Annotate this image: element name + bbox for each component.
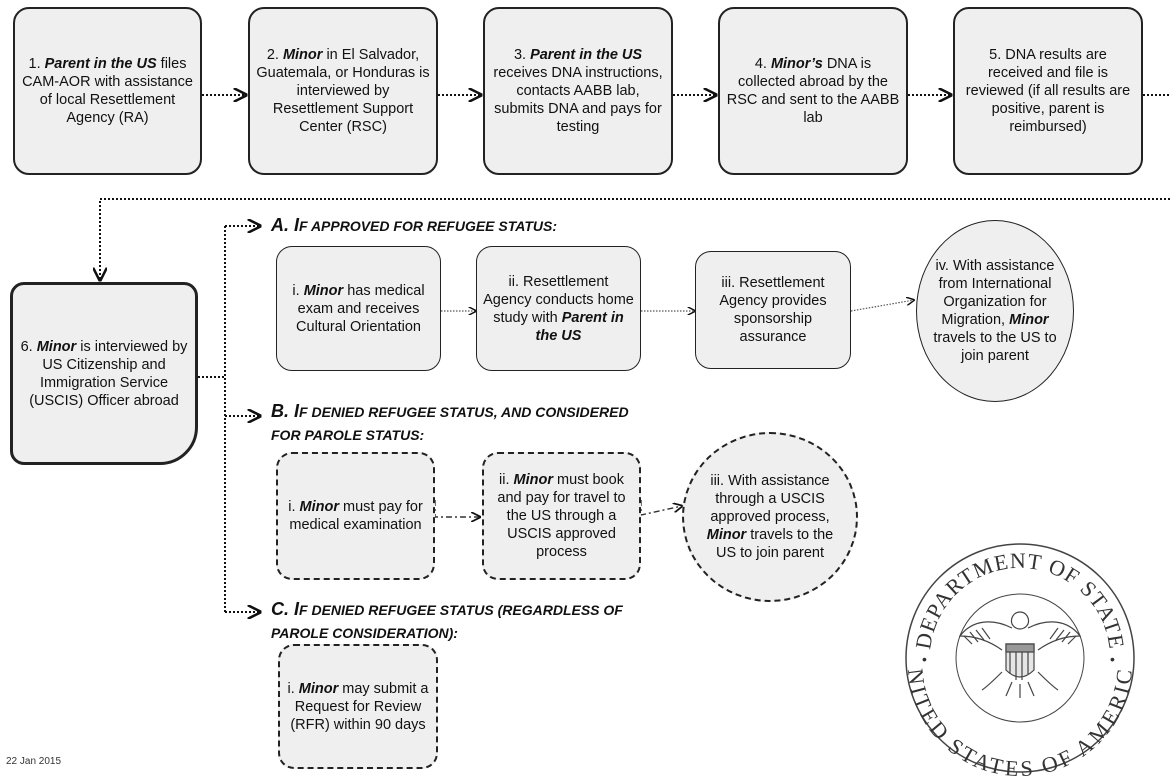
step-2-number: 2. — [266, 47, 279, 63]
rfr-step-i: i. Minor may submit a Request for Review… — [278, 644, 438, 769]
department-of-state-seal: DEPARTMENT OF STATE UNITED STATES OF AME… — [902, 540, 1136, 776]
step-1-number: 1. — [28, 56, 41, 72]
step-2-box: 2. Minor in El Salvador, Guatemala, or H… — [248, 7, 438, 175]
step-5-box: 5. DNA results are received and file is … — [953, 7, 1143, 175]
step-2-emphasis: Minor — [282, 47, 323, 63]
svg-text:•: • — [922, 651, 927, 667]
approved-step-iv: iv. With assistance from International O… — [916, 220, 1074, 402]
approved-step-iii: iii. Resettlement Agency provides sponso… — [695, 251, 851, 369]
approved-step-ii: ii. Resettlement Agency conducts home st… — [476, 246, 641, 371]
parole-step-iii: iii. With assistance through a USCIS app… — [682, 432, 858, 602]
arrow-wrap-6 — [100, 198, 1170, 280]
svg-text:•: • — [1110, 651, 1115, 667]
step-3-number: 3. — [513, 47, 527, 63]
step-4-emphasis: Minor’s — [770, 56, 823, 72]
eagle-icon — [958, 611, 1082, 698]
step-6-number: 6. — [20, 338, 33, 355]
step-1-emphasis: Parent in the US — [44, 56, 157, 72]
approved-step-i: i. Minor has medical exam and receives C… — [276, 246, 441, 371]
heading-c: C. IF DENIED REFUGEE STATUS (REGARDLESS … — [271, 599, 623, 641]
svg-text:DEPARTMENT OF STATE: DEPARTMENT OF STATE — [910, 548, 1129, 651]
seal-top-text: DEPARTMENT OF STATE — [910, 548, 1128, 651]
heading-b: B. IF DENIED REFUGEE STATUS, AND CONSIDE… — [271, 401, 629, 443]
step-6-text: is interviewed by US Citizenship and Imm… — [29, 338, 188, 409]
step-4-number: 4. — [754, 56, 767, 72]
step-5-text: 5. DNA results are received and file is … — [965, 47, 1131, 135]
parole-step-i: i. Minor must pay for medical examinatio… — [276, 452, 435, 580]
step-1-box: 1. Parent in the US files CAM-AOR with a… — [13, 7, 202, 175]
step-3-text: receives DNA instructions, contacts AABB… — [493, 65, 663, 135]
step-4-text: DNA is collected abroad by the RSC and s… — [726, 56, 900, 126]
step-2-text: in El Salvador, Guatemala, or Honduras i… — [256, 47, 430, 135]
step-6-emphasis: Minor — [36, 338, 77, 355]
step-6-box: 6. Minor is interviewed by US Citizenshi… — [10, 282, 198, 465]
footer-date: 22 Jan 2015 — [6, 756, 62, 767]
step-3-box: 3. Parent in the US receives DNA instruc… — [483, 7, 673, 175]
parole-step-ii: ii. Minor must book and pay for travel t… — [482, 452, 641, 580]
step-1-text: files CAM-AOR with assistance of local R… — [22, 56, 193, 126]
step-4-box: 4. Minor’s DNA is collected abroad by th… — [718, 7, 908, 175]
step-3-emphasis: Parent in the US — [530, 47, 643, 63]
heading-a: A. IF APPROVED FOR REFUGEE STATUS: — [271, 215, 557, 235]
